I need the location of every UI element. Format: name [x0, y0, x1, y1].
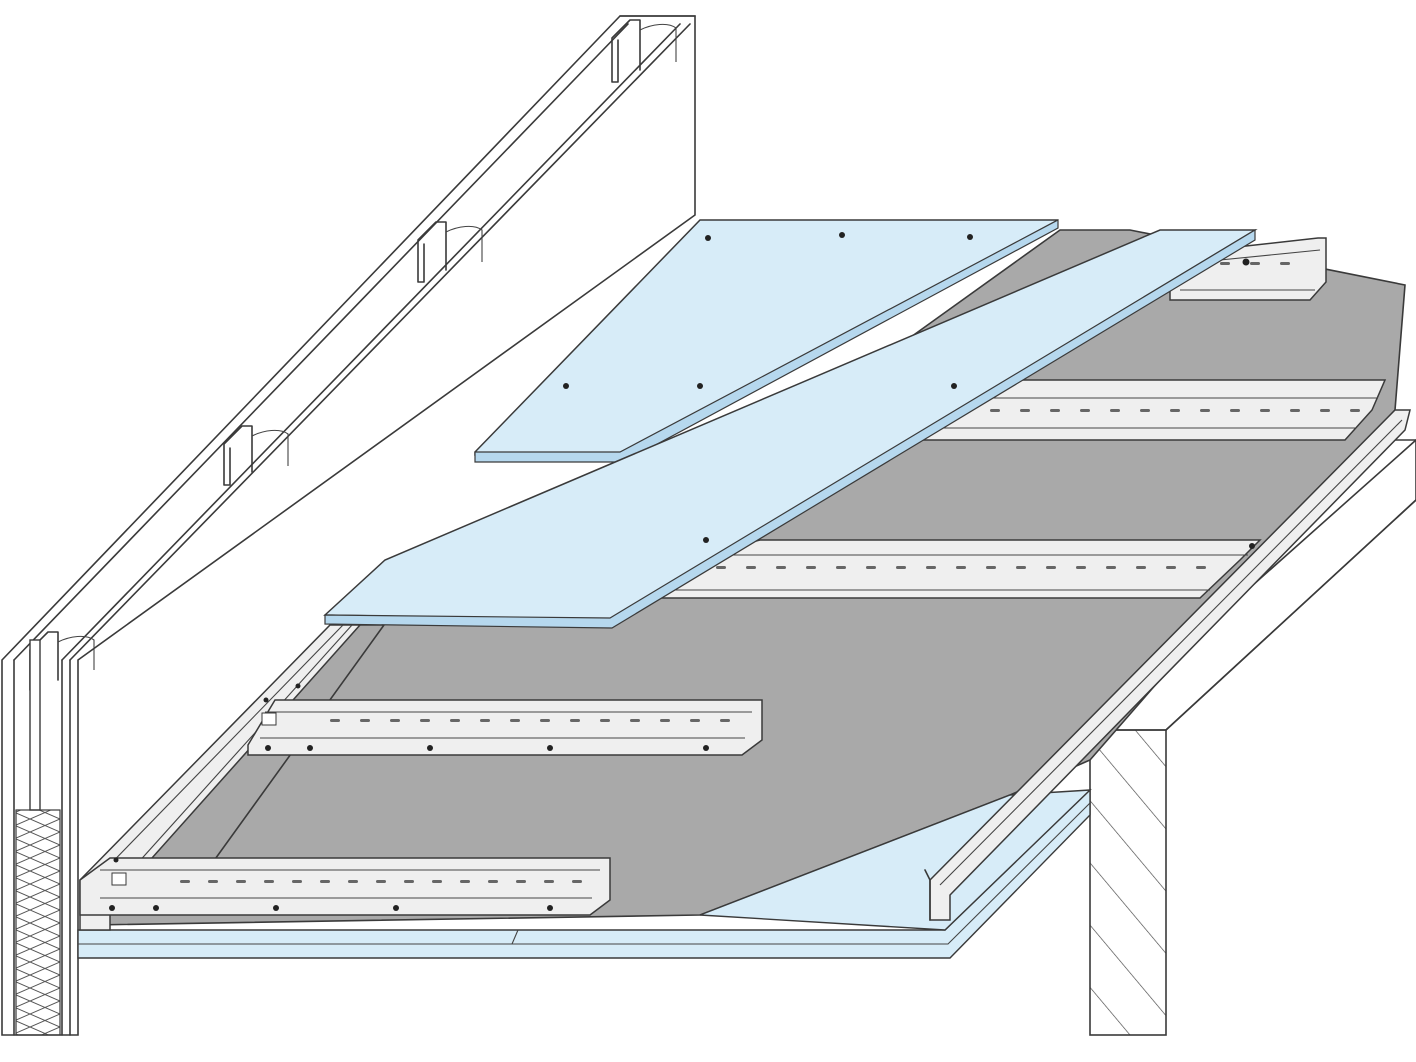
bottom-board-edge-line [78, 802, 1091, 945]
screw [1249, 543, 1255, 549]
screw [109, 905, 553, 911]
left-wall-line-3 [69, 23, 691, 661]
gypsum-board-strip-edge [324, 228, 1256, 629]
screw [1242, 258, 1250, 266]
wall-stud [611, 19, 677, 83]
right-wall-hatched-section [1089, 729, 1167, 1036]
screw [265, 745, 709, 751]
profile-slots [990, 409, 1360, 412]
left-wall [1, 15, 696, 1036]
screw [703, 383, 957, 543]
ceiling-profile-far [907, 379, 1387, 441]
ceiling-profile-middle [247, 699, 763, 756]
screw [563, 232, 973, 389]
right-wall-far-edge [1165, 499, 1416, 731]
left-wall-line-2 [61, 23, 681, 661]
screw [113, 683, 301, 863]
gypsum-board-upper-edge [474, 219, 1059, 463]
wall-stud [223, 425, 289, 486]
profile-slots [716, 566, 1206, 569]
profile-slots [330, 719, 730, 722]
wall-section-stud [29, 639, 41, 811]
profile-front-body [79, 857, 611, 916]
bottom-board-joint [511, 929, 519, 945]
wall-stud [417, 221, 483, 283]
profile-middle-body [247, 699, 763, 756]
gypsum-board-upper [474, 219, 1059, 463]
perimeter-channel-right-face [929, 409, 1411, 921]
wall-insulation [15, 809, 61, 1036]
profile-slots [1220, 262, 1290, 265]
perimeter-channel-right [924, 409, 1411, 921]
profile-slots [180, 880, 582, 883]
gypsum-board-strip [323, 228, 1258, 629]
left-wall-line-1 [13, 23, 629, 661]
ceiling-profile-front [79, 857, 611, 916]
